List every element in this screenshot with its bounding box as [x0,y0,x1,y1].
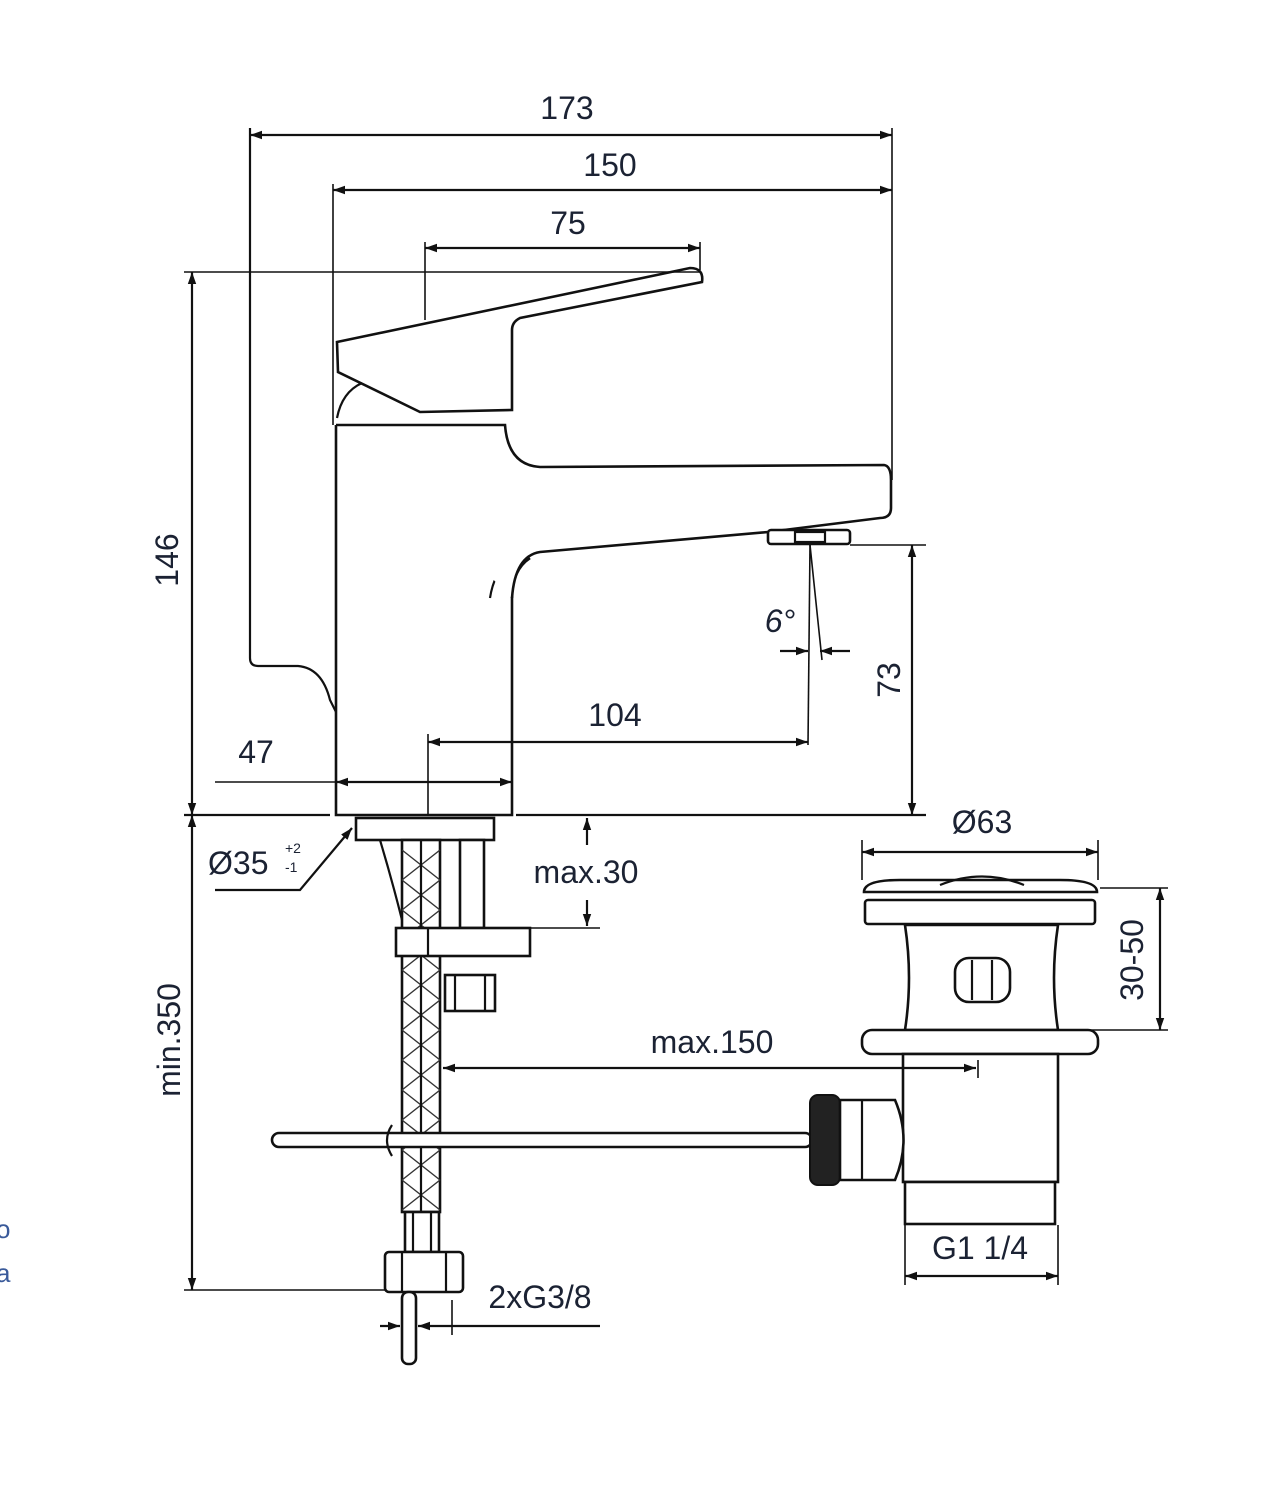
dim-150: 150 [332,147,892,425]
dim-waste-thread: G1 1/4 [904,1225,1059,1285]
dim-label-max30: max.30 [534,854,639,890]
dim-label-6deg: 6° [765,603,796,639]
dim-label-max150: max.150 [651,1024,774,1060]
dim-label-g114: G1 1/4 [932,1230,1028,1266]
dim-label-2xg38: 2xG3/8 [488,1279,591,1315]
dim-label-47: 47 [238,734,274,770]
mounting-assembly [354,816,532,1366]
dim-6deg: 6° [765,603,850,656]
tolerance-minus: -1 [285,859,298,875]
dim-max30: max.30 [530,818,639,929]
cutoff-text: a [0,1258,11,1288]
dim-label-73: 73 [871,662,907,698]
dim-104: 104 [427,697,808,815]
dim-label-146: 146 [149,533,185,586]
dim-waste-diameter: Ø63 [861,804,1099,880]
pull-rod [270,1094,841,1186]
tolerance-plus: +2 [285,840,301,856]
dim-waste-range: 30-50 [1060,887,1168,1031]
cutoff-text: o [0,1214,10,1244]
dim-75: 75 [424,205,701,320]
dim-label-63: Ø63 [952,804,1012,840]
dim-47: 47 [215,734,512,787]
dim-label-173: 173 [540,90,593,126]
dim-min350: min.350 [151,815,385,1291]
dim-173: 173 [250,90,893,480]
dim-rod-length: max.150 [443,1024,979,1078]
dim-label-30-50: 30-50 [1114,919,1150,1001]
dim-label-35: Ø35 [208,845,268,881]
pop-up-waste [838,875,1100,1226]
faucet [248,128,893,817]
dim-label-150: 150 [583,147,636,183]
dim-hole-diameter: Ø35 +2 -1 [208,827,353,892]
dim-146: 146 [149,271,700,815]
dim-connections: 2xG3/8 [380,1279,600,1335]
dim-label-104: 104 [588,697,641,733]
dim-label-75: 75 [550,205,586,241]
dim-73: 73 [850,544,926,815]
dim-label-min350: min.350 [151,983,187,1097]
